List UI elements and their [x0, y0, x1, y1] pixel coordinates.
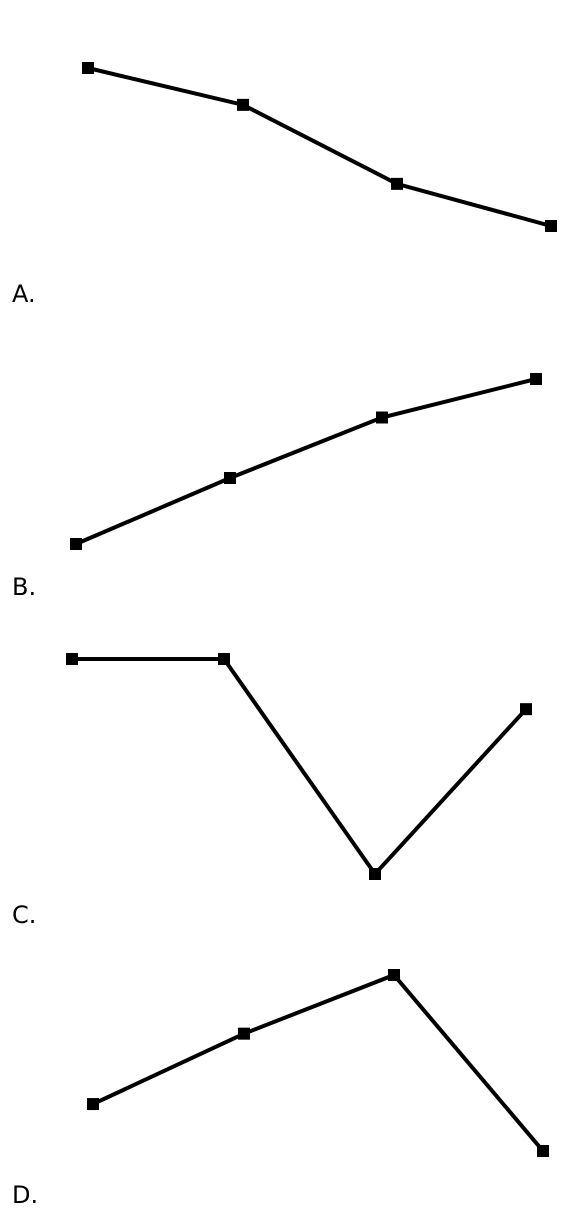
option-a-data-point-3	[391, 177, 403, 190]
option-a-series-line	[87, 66, 552, 228]
option-a-label: A.	[12, 280, 36, 308]
option-d-line-chart	[87, 969, 549, 1157]
option-c-data-point-4	[520, 703, 532, 716]
option-d-chart: D.	[0, 955, 573, 1215]
option-a-chart: A.	[0, 50, 573, 310]
option-a-line-chart	[82, 62, 557, 232]
option-d-data-point-1	[87, 1098, 99, 1111]
option-b-series-line	[75, 377, 537, 546]
option-c-data-point-1	[66, 653, 78, 665]
option-a-data-point-1	[82, 62, 94, 74]
option-c-chart: C.	[0, 640, 573, 930]
option-b-data-point-1	[70, 538, 82, 550]
option-b-data-point-3	[376, 411, 388, 424]
option-d-label: D.	[12, 1181, 39, 1209]
option-b-data-point-2	[224, 472, 236, 484]
option-a-data-point-4	[545, 220, 557, 232]
option-b-data-point-4	[530, 373, 542, 385]
option-d-data-point-2	[238, 1027, 250, 1040]
option-b-line-chart	[70, 373, 542, 550]
option-c-label: C.	[12, 901, 37, 929]
option-c-data-point-2	[218, 653, 230, 665]
option-b-label: B.	[12, 573, 37, 601]
option-c-data-point-3	[369, 868, 381, 880]
option-c-series-line	[72, 657, 528, 878]
option-b-chart: B.	[0, 360, 573, 605]
option-c-line-chart	[66, 653, 532, 880]
option-d-series-line	[92, 972, 545, 1153]
option-a-data-point-2	[237, 98, 249, 111]
option-d-data-point-3	[388, 969, 400, 981]
option-d-data-point-4	[537, 1145, 549, 1157]
